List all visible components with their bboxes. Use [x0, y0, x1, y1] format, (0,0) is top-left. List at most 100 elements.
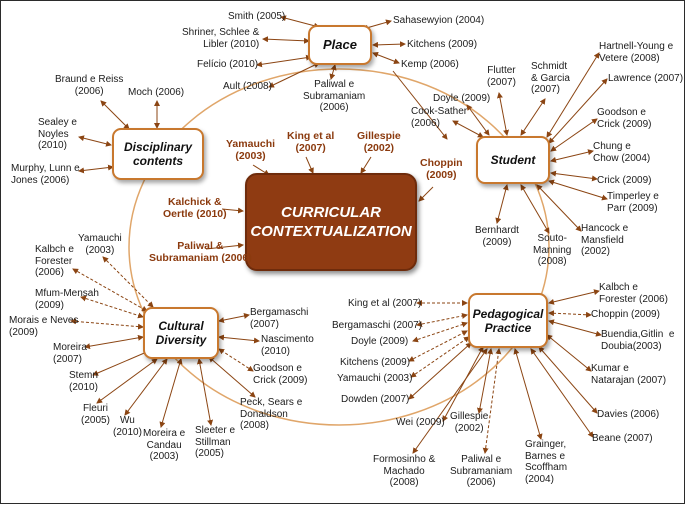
center-ref-yamauchi: Yamauchi (2003) [226, 138, 276, 162]
cultural-ref-yamauchi: Yamauchi (2003) [78, 233, 122, 256]
connector-arrow [208, 356, 256, 398]
connector-arrow [159, 358, 183, 428]
place-ref-sahasewyion: Sahasewyion (2004) [393, 15, 485, 26]
connector-arrow [548, 289, 600, 305]
center-ref-choppin: Choppin (2009) [420, 157, 463, 181]
connector-arrow [495, 184, 509, 224]
connector-arrow [360, 156, 372, 174]
student-node: Student [476, 136, 550, 184]
connector-arrow [218, 313, 250, 323]
center-ref-king: King et al (2007) [287, 130, 335, 154]
disciplinary-ref-murphy: Murphy, Lunn e Jones (2006) [11, 163, 80, 186]
pedagogical-ref-gillespie: Gillespie (2002) [450, 411, 489, 434]
student-ref-bernhardt: Bernhardt (2009) [475, 225, 519, 248]
connector-arrow [80, 295, 144, 319]
cultural-ref-moreiracandau: Moreira e Candau (2003) [143, 428, 186, 462]
connector-arrow [550, 149, 594, 163]
connector-arrow [476, 348, 494, 414]
pedagogical-ref-wei: Wei (2009) [396, 417, 445, 428]
pedagogical-ref-kalbch: Kalbch e Forester (2006) [599, 282, 668, 305]
student-ref-doyle: Doyle (2009) [433, 93, 491, 104]
center-ref-gillespie: Gillespie (2002) [357, 130, 401, 154]
cultural-ref-goodson: Goodson e Crick (2009) [253, 363, 308, 386]
disciplinary-ref-moch: Moch (2006) [128, 87, 185, 98]
place-ref-kemp: Kemp (2006) [401, 59, 459, 70]
connector-arrow [548, 310, 592, 318]
connector-arrow [196, 358, 214, 426]
pedagogical-practice-node: Pedagogical Practice [468, 293, 548, 348]
cultural-ref-sleeter: Sleeter e Stillman (2005) [195, 425, 236, 459]
connector-arrow [530, 348, 594, 438]
connector-arrow [408, 342, 472, 400]
connector-arrow [520, 98, 546, 136]
cultural-ref-morais: Morais e Neves (2009) [9, 315, 79, 338]
connector-arrow [482, 348, 502, 454]
cultural-ref-mfum: Mfum-Mensah (2009) [35, 288, 99, 311]
cultural-ref-nascimento: Nascimento (2010) [261, 334, 314, 357]
student-ref-chung: Chung e Chow (2004) [593, 141, 651, 164]
connector-arrow [466, 104, 490, 136]
connector-arrow [102, 256, 154, 308]
place-ref-kitchens: Kitchens (2009) [407, 39, 478, 50]
connector-arrow [305, 156, 314, 174]
student-ref-hancock: Hancock e Mansfield (2002) [581, 223, 629, 257]
connector-arrow [218, 334, 260, 344]
connecting-ring [128, 68, 550, 426]
place-ref-ault: Ault (2008) [223, 81, 272, 92]
connector-arrow [496, 92, 510, 136]
connector-arrow [372, 51, 400, 65]
pedagogical-ref-king: King et al (2007) [348, 298, 422, 309]
connector-arrow [442, 346, 484, 422]
pedagogical-ref-paliwal: Paliwal e Subramaniam (2006) [450, 454, 513, 488]
center-ref-paliwal: Paliwal & Subramaniam (2006) [149, 240, 252, 264]
pedagogical-ref-kitchens: Kitchens (2009) [340, 357, 411, 368]
connector-arrow [452, 120, 484, 138]
disciplinary-ref-sealey: Sealey e Noyles (2010) [38, 117, 77, 151]
connector-arrow [256, 54, 312, 68]
cultural-ref-peck: Peck, Sears e Donaldson (2008) [240, 397, 303, 431]
pedagogical-ref-buendia: Buendia,Gitlin e Doubia(2003) [601, 329, 675, 352]
pedagogical-ref-doyle: Doyle (2009) [351, 336, 409, 347]
student-ref-souto: Souto- Manning (2008) [533, 233, 572, 267]
pedagogical-ref-davies: Davies (2006) [597, 409, 660, 420]
connector-arrow [418, 186, 434, 202]
place-ref-shriner: Shriner, Schlee & Libler (2010) [182, 27, 260, 50]
place-node: Place [308, 25, 372, 65]
cultural-ref-stemn: Stemn (2010) [69, 370, 98, 393]
connector-arrow [100, 100, 130, 130]
cultural-ref-fleuri: Fleuri (2005) [81, 403, 110, 426]
student-ref-lawrence: Lawrence (2007) [608, 73, 684, 84]
connector-arrow [412, 321, 468, 343]
disciplinary-ref-braund: Braund e Reiss (2006) [55, 74, 124, 97]
pedagogical-ref-choppin: Choppin (2009) [591, 309, 660, 320]
pedagogical-ref-kumar: Kumar e Natarajan (2007) [591, 363, 667, 386]
place-ref-paliwal: Paliwal e Subramaniam (2006) [303, 79, 366, 113]
cultural-ref-moreira2007: Moreira (2007) [53, 342, 87, 365]
connector-arrow [550, 118, 598, 152]
connector-arrow [78, 164, 114, 174]
connector-arrow [221, 207, 244, 214]
connector-arrow [546, 334, 592, 372]
place-ref-smith: Smith (2005) [228, 11, 286, 22]
connector-arrow [84, 334, 144, 350]
pedagogical-ref-formosinho: Formosinho & Machado (2008) [373, 454, 436, 488]
pedagogical-ref-yamauchi: Yamauchi (2003) [337, 373, 413, 384]
cultural-ref-wu: Wu (2010) [113, 415, 142, 438]
connector-arrow [262, 36, 310, 44]
connector-arrow [538, 346, 598, 414]
cultural-ref-kalbch: Kalbch e Forester (2006) [35, 244, 74, 278]
connector-arrow [408, 330, 468, 362]
student-ref-flutter: Flutter (2007) [487, 65, 516, 88]
connector-arrow [218, 348, 254, 372]
connector-arrow [550, 170, 598, 182]
student-ref-goodson: Goodson e Crick (2009) [597, 107, 652, 130]
pedagogical-ref-bergamaschi: Bergamaschi (2007) [332, 320, 423, 331]
connector-arrow [96, 358, 158, 404]
student-ref-timperley: Timperley e Parr (2009) [607, 191, 659, 214]
cultural-diversity-node: Cultural Diversity [143, 307, 219, 359]
connector-arrow [372, 41, 406, 48]
connector-arrow [78, 135, 112, 147]
place-ref-felicio: Felício (2010) [197, 59, 259, 70]
connector-arrow [548, 319, 602, 337]
